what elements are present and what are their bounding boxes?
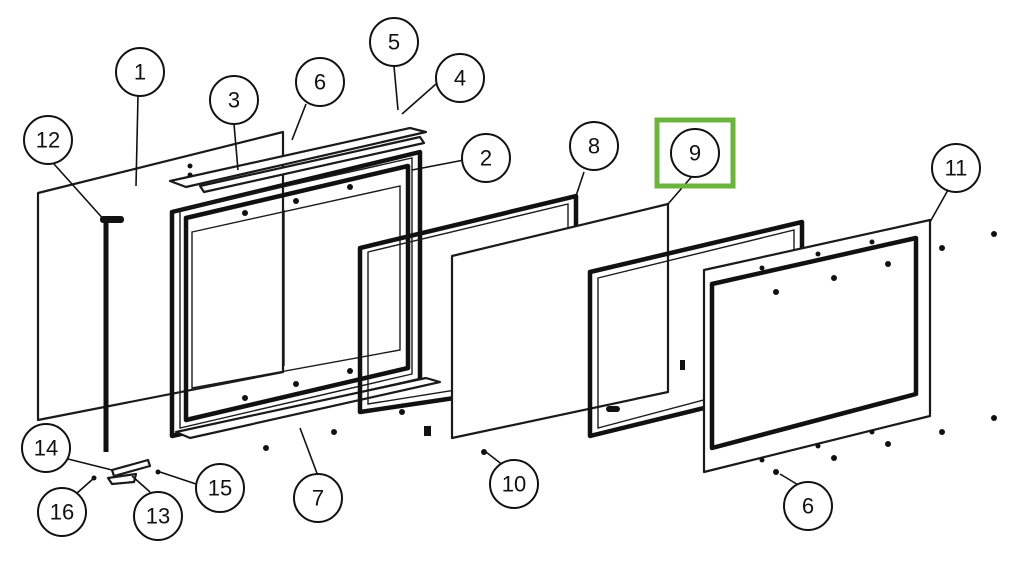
part-4-top-strip [198, 135, 426, 194]
part-7-bottom-bracket [174, 376, 442, 440]
callout-2: 2 [461, 133, 511, 183]
callout-6-bottom: 6 [783, 481, 833, 531]
svg-text:11: 11 [945, 156, 968, 181]
svg-text:4: 4 [454, 66, 466, 91]
part-9-glass-pane [450, 202, 670, 440]
svg-text:15: 15 [208, 476, 232, 501]
part-3-top-bracket [168, 126, 428, 189]
callout-7: 7 [293, 473, 343, 523]
callout-12: 12 [23, 115, 73, 165]
callout-9: 9 [670, 128, 720, 178]
callout-10: 10 [489, 459, 539, 509]
callout-4: 4 [435, 53, 485, 103]
svg-text:1: 1 [134, 60, 146, 85]
svg-text:13: 13 [146, 504, 170, 529]
leader-lines [53, 65, 949, 495]
svg-text:3: 3 [228, 88, 240, 113]
svg-text:2: 2 [480, 146, 492, 171]
callout-8: 8 [569, 121, 619, 171]
screws-right [939, 231, 997, 435]
callout-16: 16 [37, 487, 87, 537]
svg-text:6: 6 [314, 70, 326, 95]
svg-text:12: 12 [36, 128, 60, 153]
callout-15: 15 [195, 463, 245, 513]
callout-1: 1 [115, 47, 165, 97]
svg-text:8: 8 [588, 134, 600, 159]
callout-6-top: 6 [295, 57, 345, 107]
part-11-front-bezel [702, 218, 932, 475]
svg-text:7: 7 [312, 486, 324, 511]
svg-text:6: 6 [802, 494, 814, 519]
svg-text:10: 10 [502, 472, 526, 497]
svg-text:16: 16 [50, 500, 74, 525]
svg-text:14: 14 [34, 436, 58, 461]
small-hardware [91, 409, 431, 486]
callout-14: 14 [21, 423, 71, 473]
callout-9-highlight-box [654, 117, 736, 189]
callout-11: 11 [931, 143, 981, 193]
callout-13: 13 [133, 491, 183, 541]
callout-5: 5 [369, 17, 419, 67]
svg-text:5: 5 [388, 30, 400, 55]
svg-text:9: 9 [689, 141, 701, 166]
callout-3: 3 [209, 75, 259, 125]
